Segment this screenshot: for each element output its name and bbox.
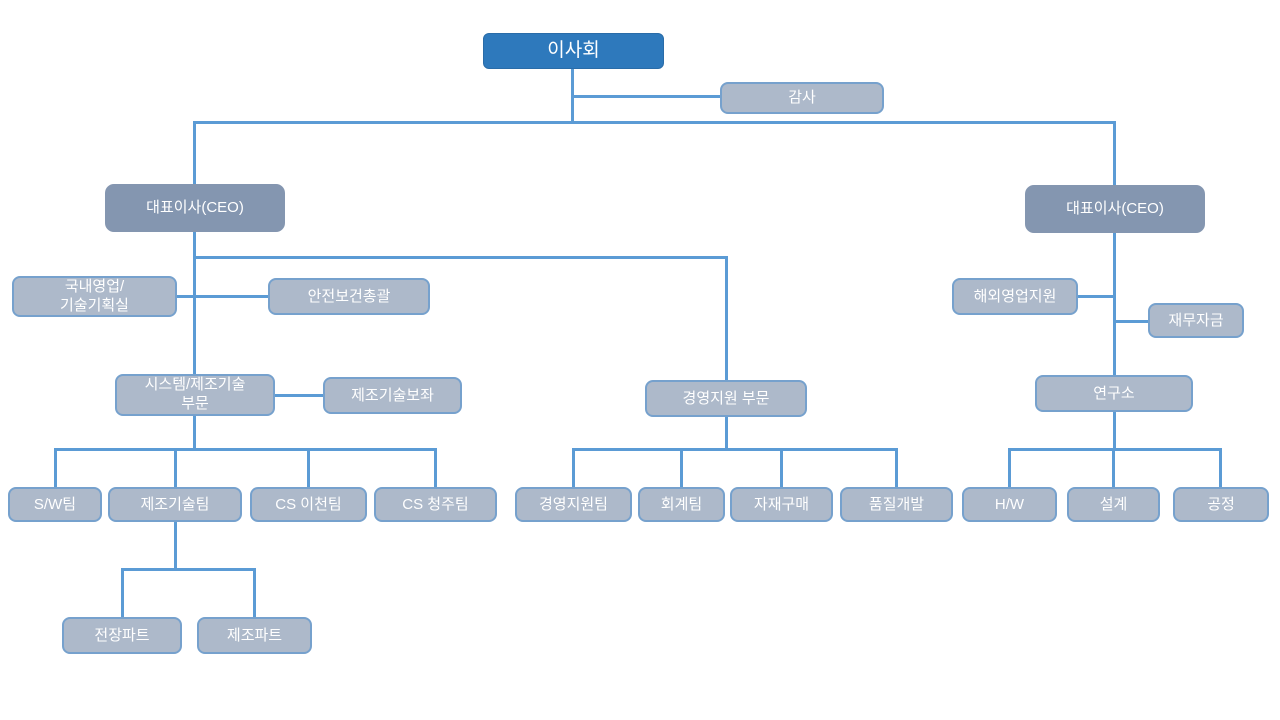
node-accounting-team: 회계팀 [638, 487, 725, 522]
node-accounting-team-label: 회계팀 [660, 495, 703, 513]
node-research-lab-label: 연구소 [1093, 384, 1135, 402]
node-domestic-sales: 국내영업/ 기술기획실 [12, 276, 177, 317]
node-mfg-part: 제조파트 [197, 617, 312, 654]
connector-domestic-safety [177, 295, 268, 298]
connector-audit [573, 95, 720, 98]
node-cs-icheon-team: CS 이천팀 [250, 487, 367, 522]
connector-ceo-left-down [193, 232, 196, 374]
node-mgmt-support-team: 경영지원팀 [515, 487, 632, 522]
node-ceo-left: 대표이사(CEO) [105, 184, 285, 232]
node-hw-team: H/W [962, 487, 1057, 522]
connector-drop-mgmt-team [572, 448, 575, 488]
node-elec-part-label: 전장파트 [94, 626, 150, 644]
node-safety-label: 안전보건총괄 [307, 287, 391, 305]
node-ceo-left-label: 대표이사(CEO) [146, 199, 244, 216]
node-sw-team-label: S/W팀 [33, 495, 77, 513]
node-hw-team-label: H/W [994, 495, 1025, 513]
connector-drop-materials [780, 448, 783, 488]
node-board: 이사회 [483, 33, 664, 69]
connector-research-down [1113, 412, 1116, 450]
node-design-team-label: 설계 [1099, 495, 1128, 513]
node-mgmt-support-team-label: 경영지원팀 [538, 495, 608, 513]
node-quality-dev: 품질개발 [840, 487, 953, 522]
connector-to-mgmt-div [193, 256, 728, 259]
node-audit: 감사 [720, 82, 884, 114]
node-board-label: 이사회 [547, 39, 600, 61]
node-domestic-sales-line2: 기술기획실 [59, 296, 129, 314]
connector-drop-accounting [680, 448, 683, 488]
node-research-lab: 연구소 [1035, 375, 1193, 412]
node-audit-label: 감사 [788, 89, 816, 106]
connector-main-horizontal [193, 121, 1115, 124]
node-elec-part: 전장파트 [62, 617, 182, 654]
node-finance-label: 재무자금 [1168, 311, 1224, 329]
node-finance: 재무자금 [1148, 303, 1244, 338]
node-mfg-part-label: 제조파트 [226, 626, 283, 644]
connector-sys-advisor [275, 394, 323, 397]
node-overseas-sales: 해외영업지원 [952, 278, 1078, 315]
node-mfg-tech-team: 제조기술팀 [108, 487, 242, 522]
connector-mgmt-div-up [725, 256, 728, 380]
connector-drop-cs-cheongju [434, 448, 437, 488]
connector-mgmt-div-down [725, 417, 728, 450]
connector-board-down [571, 69, 574, 124]
node-materials-purchase-label: 자재구매 [753, 495, 810, 513]
connector-drop-hw [1008, 448, 1011, 488]
node-cs-icheon-team-label: CS 이천팀 [275, 495, 342, 513]
connector-finance [1114, 320, 1148, 323]
node-design-team: 설계 [1067, 487, 1160, 522]
connector-center-children-horizontal [572, 448, 898, 451]
node-system-mfg-div-line2: 부문 [181, 395, 209, 412]
connector-ceo-right-down [1113, 233, 1116, 375]
connector-ceo-right-up [1113, 121, 1116, 185]
node-ceo-right: 대표이사(CEO) [1025, 185, 1205, 233]
connector-drop-sw [54, 448, 57, 488]
node-mfg-tech-advisor: 제조기술보좌 [323, 377, 462, 414]
connector-drop-mfgteam [174, 448, 177, 488]
node-overseas-sales-label: 해외영업지원 [973, 287, 1057, 305]
node-quality-dev-label: 품질개발 [868, 495, 925, 513]
node-process-team-label: 공정 [1207, 495, 1235, 513]
connector-parts-horizontal [121, 568, 256, 571]
connector-drop-cs-icheon [307, 448, 310, 488]
connector-sys-down [193, 416, 196, 450]
node-process-team: 공정 [1173, 487, 1269, 522]
node-system-mfg-div-line1: 시스템/제조기술 [144, 376, 246, 394]
connector-drop-process [1219, 448, 1222, 488]
node-mfg-tech-advisor-label: 제조기술보좌 [351, 386, 434, 404]
node-safety: 안전보건총괄 [268, 278, 430, 315]
node-system-mfg-div: 시스템/제조기술 부문 [115, 374, 275, 416]
connector-drop-elec-part [121, 568, 124, 617]
node-cs-cheongju-team: CS 청주팀 [374, 487, 497, 522]
connector-drop-mfg-part [253, 568, 256, 617]
node-ceo-right-label: 대표이사(CEO) [1066, 200, 1164, 217]
node-mgmt-support-div: 경영지원 부문 [645, 380, 807, 417]
node-cs-cheongju-team-label: CS 청주팀 [402, 495, 469, 513]
connector-overseas [1078, 295, 1115, 298]
connector-drop-design [1112, 448, 1115, 488]
connector-mfgteam-down [174, 522, 177, 570]
node-sw-team: S/W팀 [8, 487, 102, 522]
node-mfg-tech-team-label: 제조기술팀 [140, 495, 210, 513]
node-mgmt-support-div-label: 경영지원 부문 [682, 389, 770, 407]
node-domestic-sales-line1: 국내영업/ [64, 277, 125, 295]
node-materials-purchase: 자재구매 [730, 487, 833, 522]
connector-ceo-left-up [193, 121, 196, 184]
connector-left-children-horizontal [54, 448, 437, 451]
connector-drop-quality [895, 448, 898, 488]
